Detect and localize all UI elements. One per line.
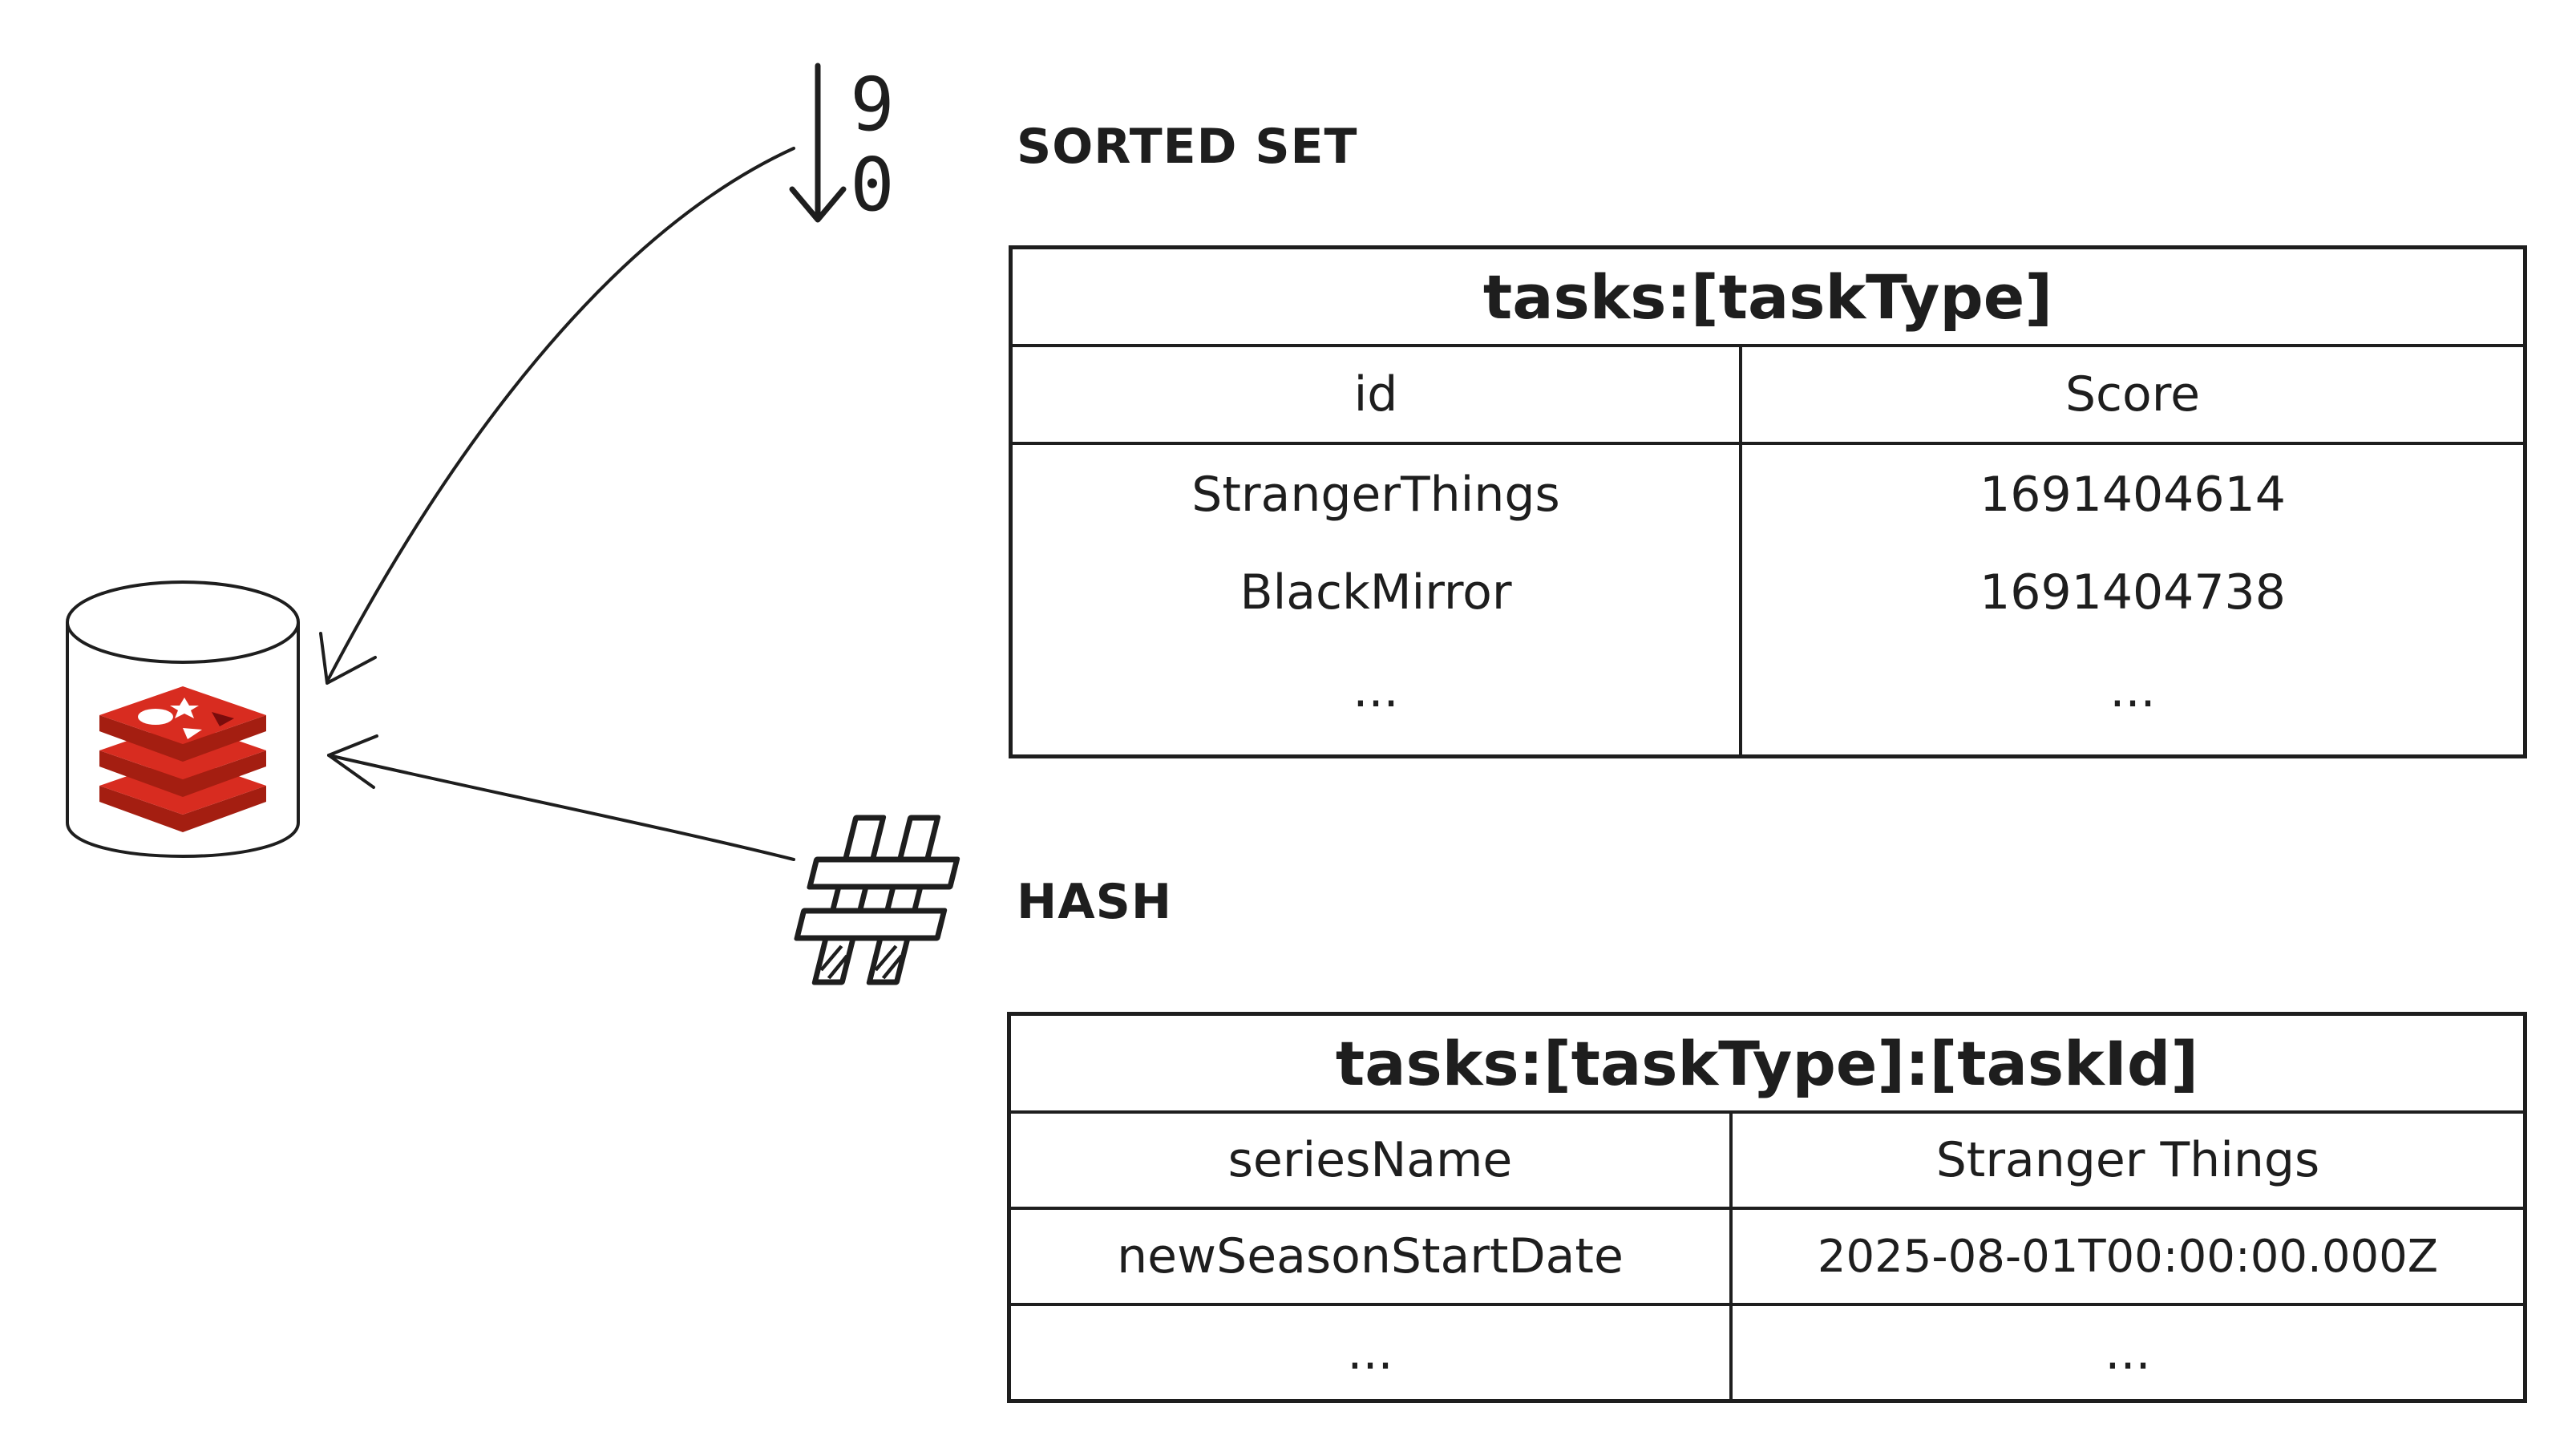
sorted-set-arrowhead	[319, 632, 377, 685]
sorted-set-row-3-id: ...	[1353, 662, 1399, 718]
redis-database-icon	[66, 580, 300, 858]
sorted-set-to-redis-arrow	[326, 147, 795, 683]
sorted-set-col-header-id: id	[1353, 366, 1398, 423]
sorted-set-header-divider	[1013, 442, 2523, 445]
hash-row-2-value: 2025-08-01T00:00:00.000Z	[1817, 1230, 2439, 1283]
sorted-set-row-2-id: BlackMirror	[1239, 564, 1512, 621]
hash-row-2-field: newSeasonStartDate	[1117, 1228, 1624, 1284]
redis-logo-icon	[99, 686, 266, 832]
hash-table-title: tasks:[taskType]:[taskId]	[1011, 1016, 2523, 1114]
sorted-set-row-2-score: 1691404738	[1980, 564, 2286, 621]
hash-row-1-field: seriesName	[1227, 1132, 1513, 1188]
sorted-set-col-header-score: Score	[2064, 366, 2201, 423]
hash-row-divider-2	[1011, 1303, 2523, 1306]
sorted-set-label: SORTED SET	[1017, 119, 1358, 175]
hash-table: tasks:[taskType]:[taskId] seriesName Str…	[1007, 1012, 2527, 1403]
sorted-set-row-1-id: StrangerThings	[1191, 467, 1560, 523]
hash-label: HASH	[1017, 874, 1173, 930]
hash-row-1-value: Stranger Things	[1935, 1132, 2320, 1188]
hash-row-3-value: ...	[2105, 1325, 2151, 1381]
sort-digit-bottom: 0	[850, 142, 894, 228]
sorted-set-table: tasks:[taskType] id Score StrangerThings…	[1009, 245, 2527, 758]
sorted-set-row-1-score: 1691404614	[1980, 467, 2286, 523]
hash-icon	[794, 815, 960, 985]
hash-column-divider	[1729, 1110, 1733, 1399]
sorted-set-row-3-score: ...	[2109, 662, 2156, 718]
sorted-set-column-divider	[1739, 344, 1742, 754]
sort-descending-icon: 9 0	[789, 62, 895, 228]
hash-row-3-field: ...	[1347, 1325, 1393, 1381]
sorted-set-table-title: tasks:[taskType]	[1013, 249, 2523, 347]
hash-row-divider-1	[1011, 1207, 2523, 1210]
hash-arrowhead	[327, 734, 378, 789]
sort-digit-top: 9	[850, 62, 894, 148]
hash-to-redis-arrow	[327, 754, 795, 861]
